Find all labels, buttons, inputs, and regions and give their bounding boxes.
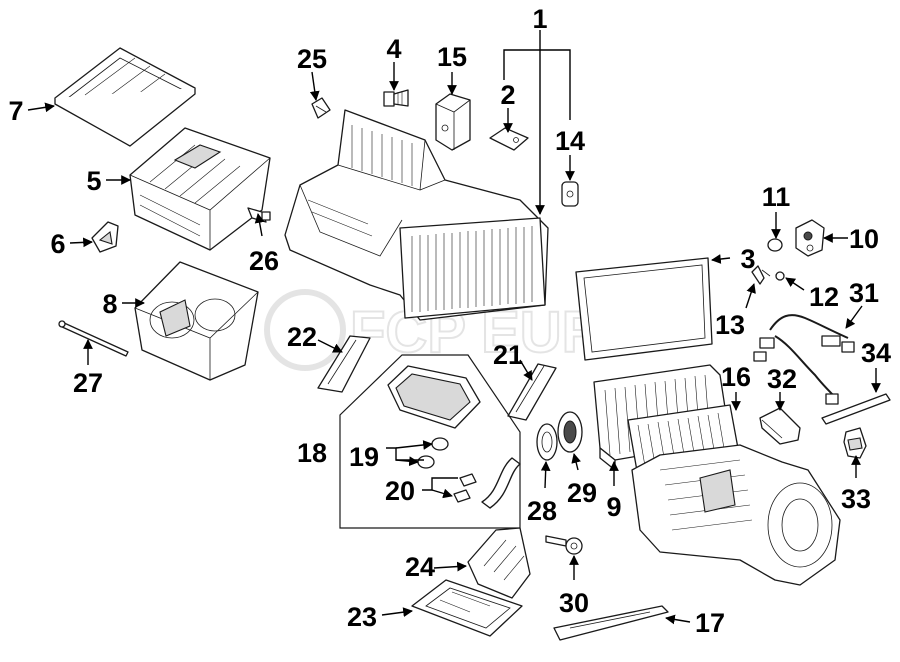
callout-29: 29 [567, 478, 597, 508]
part-2-bracket [489, 127, 529, 151]
callout-18: 18 [297, 438, 327, 468]
callout-27: 27 [73, 368, 103, 398]
part-34-strip [821, 393, 891, 425]
part-8-lower-housing [134, 261, 259, 381]
callout-34: 34 [861, 338, 891, 368]
callout-6: 6 [50, 229, 65, 259]
part-27-rod [58, 320, 129, 357]
callout-30: 30 [559, 588, 589, 618]
callout-24: 24 [405, 552, 435, 582]
callout-10: 10 [849, 224, 879, 254]
callout-8: 8 [102, 289, 117, 319]
part-lower-case [631, 444, 841, 586]
callout-14: 14 [555, 126, 585, 156]
part-13-clip [751, 265, 771, 285]
part-31-harness [753, 314, 855, 405]
part-18-case [387, 365, 481, 429]
callout-33: 33 [841, 484, 871, 514]
callout-1: 1 [532, 4, 547, 34]
callout-17: 17 [695, 608, 725, 638]
callout-3: 3 [740, 244, 755, 274]
part-11-oring [767, 238, 783, 252]
part-4-screw [383, 89, 409, 107]
callout-21: 21 [493, 340, 523, 370]
part-7-filter-frame [54, 47, 196, 147]
callout-13: 13 [715, 310, 745, 340]
part-30-bolt [545, 535, 583, 555]
part-12-ring [775, 271, 785, 281]
part-21-duct [507, 363, 557, 421]
part-19-caps [417, 437, 449, 469]
callout-32: 32 [767, 364, 797, 394]
callout-23: 23 [347, 602, 377, 632]
callout-22: 22 [287, 322, 317, 352]
callout-9: 9 [606, 492, 621, 522]
part-18-tube [481, 457, 521, 509]
part-23-tray [411, 579, 523, 637]
part-33-connector [843, 427, 867, 459]
part-14-cap [561, 181, 579, 207]
leader-lines [27, 30, 881, 625]
callout-5: 5 [86, 166, 101, 196]
part-5-upper-housing [129, 127, 271, 251]
callout-20: 20 [385, 476, 415, 506]
callout-19: 19 [349, 442, 379, 472]
part-25-clip [311, 97, 331, 119]
part-10-valve [795, 219, 825, 257]
part-6-bracket [91, 221, 119, 253]
part-15-block [435, 93, 471, 151]
callout-16: 16 [721, 362, 751, 392]
callout-31: 31 [849, 278, 879, 308]
callout-11: 11 [762, 182, 791, 212]
part-20-clips [453, 473, 477, 503]
part-28-seal [536, 423, 558, 461]
callout-25: 25 [297, 44, 327, 74]
part-29-gasket [557, 411, 583, 453]
callout-4: 4 [386, 34, 401, 64]
part-24-duct [467, 527, 531, 599]
part-22-duct [317, 335, 371, 393]
callout-26: 26 [249, 246, 279, 276]
callout-28: 28 [527, 496, 557, 526]
callout-labels: 1 2 3 4 5 6 7 8 9 10 11 12 13 14 15 16 1… [8, 4, 891, 638]
part-3-filter [575, 257, 713, 361]
part-1-main-case [284, 109, 549, 321]
callout-7: 7 [8, 96, 23, 126]
callout-12: 12 [809, 282, 839, 312]
part-32-sensor [759, 407, 801, 445]
callout-15: 15 [437, 42, 467, 72]
part-17-panel [553, 605, 669, 641]
callout-2: 2 [500, 80, 515, 110]
